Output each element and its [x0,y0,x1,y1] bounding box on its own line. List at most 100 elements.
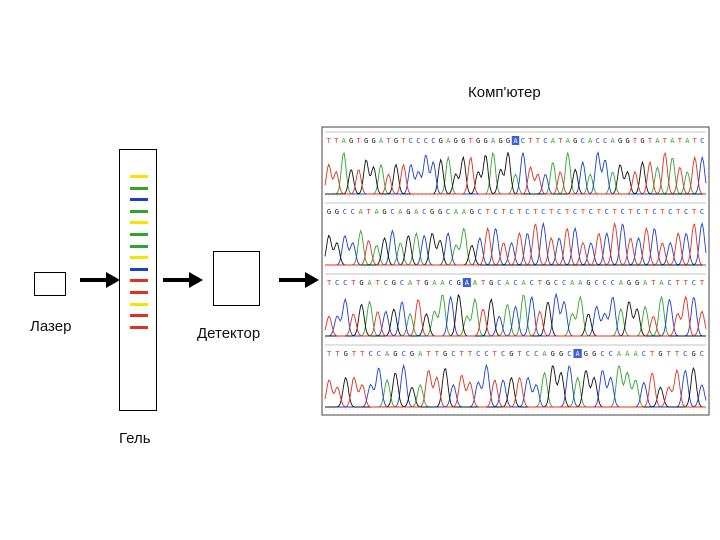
base-call: C [368,350,372,358]
base-call: A [367,279,372,287]
base-call: C [478,208,482,216]
base-call: G [364,137,368,145]
gel-band [130,244,148,248]
base-call: G [349,137,353,145]
base-call: A [578,279,583,287]
base-call: A [659,279,664,287]
base-call: C [700,208,704,216]
base-call: C [509,208,513,216]
base-call: G [457,279,461,287]
computer-label: Комп'ютер [468,84,541,101]
base-call: C [513,279,517,287]
base-call: C [668,208,672,216]
trace-T [324,152,706,195]
arrow-laser-to-gel [80,272,120,288]
base-call: T [360,350,365,358]
base-call: C [567,350,571,358]
base-call: T [327,279,332,287]
base-call: T [528,137,533,145]
base-call: A [385,350,390,358]
base-call: C [400,279,404,287]
base-call: A [570,279,575,287]
laser-box [34,272,66,296]
base-call: C [484,350,488,358]
base-call: T [486,208,491,216]
base-call: G [430,208,434,216]
base-call: A [342,137,347,145]
base-call: A [505,279,510,287]
gel-band [130,279,148,283]
trace-A [325,151,706,195]
base-call: G [691,350,695,358]
gel-band [130,291,148,294]
base-call: A [374,208,379,216]
base-call: C [390,208,394,216]
base-call: C [497,279,501,287]
base-call: T [660,208,665,216]
base-call: C [416,137,420,145]
base-call: A [454,208,459,216]
base-call: C [451,350,455,358]
base-call: T [468,350,473,358]
base-call: T [675,350,680,358]
trace-T [324,295,707,337]
base-call: A [617,350,622,358]
base-highlight [573,349,582,358]
base-call: T [549,208,554,216]
base-call: T [692,208,697,216]
base-call: A [521,279,526,287]
base-call: A [418,350,423,358]
gel-band [130,233,148,236]
base-call: C [494,208,498,216]
panel-border [321,126,710,416]
base-call: C [424,137,428,145]
base-call: G [335,208,339,216]
base-call: A [633,350,638,358]
base-call: C [431,137,435,145]
base-call: A [551,137,556,145]
base-call: G [498,137,502,145]
base-call: C [343,279,347,287]
base-call: T [597,208,602,216]
base-call: T [565,208,570,216]
trace-T [325,221,706,266]
base-call: G [640,137,644,145]
base-call: G [439,137,443,145]
base-call: T [613,208,618,216]
base-call: T [650,350,655,358]
gel-band [130,325,148,329]
base-call: T [367,208,372,216]
base-call: C [684,208,688,216]
base-call: T [663,137,668,145]
base-call: G [393,350,397,358]
base-call: C [621,208,625,216]
base-call: C [446,208,450,216]
base-call: C [402,350,406,358]
base-call: A [408,279,413,287]
base-call: C [589,208,593,216]
base-call: A [440,279,445,287]
base-call: A [398,208,403,216]
gel-band [130,209,148,213]
base-call: A [432,279,437,287]
gel-band [130,314,148,318]
base-call: G [586,279,590,287]
base-call: G [559,350,563,358]
base-call: A [655,137,660,145]
base-call: T [651,279,656,287]
base-call: T [501,208,506,216]
base-call: T [334,137,339,145]
base-call: G [509,350,513,358]
base-call: T [335,350,340,358]
base-call: C [422,208,426,216]
base-call: A [542,350,547,358]
gel-label: Гель [119,430,151,447]
base-call: C [335,279,339,287]
base-call: C [600,350,604,358]
base-call: A [643,279,648,287]
